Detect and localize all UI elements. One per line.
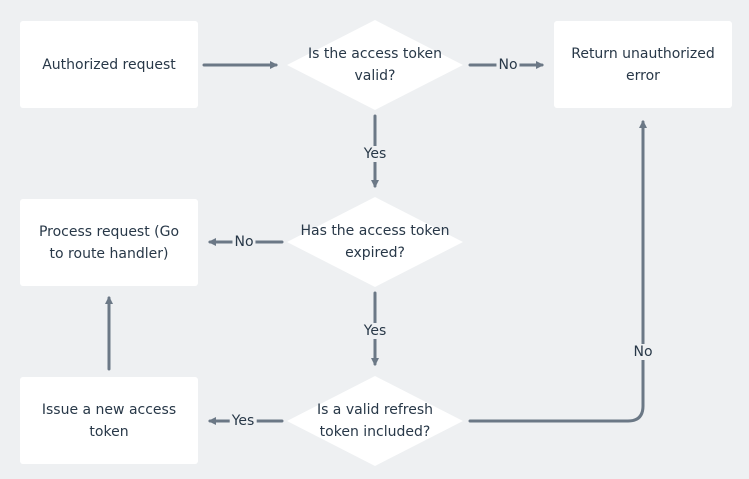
edge-label-refresh-yes: Yes (229, 413, 257, 429)
node-process-request: Process request (Go to route handler) (20, 199, 198, 286)
node-authorized-request: Authorized request (20, 21, 198, 108)
node-issue-token-line-2: token (89, 423, 129, 440)
decision-refresh-included-line-2: token included? (319, 424, 431, 440)
decision-token-valid: Is the access token valid? (287, 20, 463, 110)
edge-label-valid-yes: Yes (361, 146, 389, 162)
decision-token-valid-shape (287, 20, 463, 110)
decision-token-expired-line-1: Has the access token (300, 223, 450, 239)
node-process-request-line-1: Process request (Go (38, 223, 180, 240)
decision-token-valid-line-2: valid? (354, 68, 396, 84)
edge-label-refresh-no: No (631, 344, 655, 360)
edge-label-expired-no: No (232, 234, 256, 250)
node-issue-token-line-1: Issue a new access (41, 401, 177, 418)
node-process-request-line-2: to route handler) (49, 245, 169, 262)
node-unauthorized-error: Return unauthorized error (554, 21, 732, 108)
node-issue-token: Issue a new access token (20, 377, 198, 464)
node-unauthorized-error-line-1: Return unauthorized (571, 45, 715, 62)
decision-token-valid-line-1: Is the access token (307, 46, 443, 62)
decision-token-expired: Has the access token expired? (287, 197, 463, 287)
connector-refresh-no (468, 120, 647, 423)
edge-label-expired-yes: Yes (361, 323, 389, 339)
decision-token-expired-shape (287, 197, 463, 287)
decision-refresh-included-line-1: Is a valid refresh (316, 402, 434, 418)
decision-refresh-included: Is a valid refresh token included? (287, 376, 463, 466)
node-authorized-request-label: Authorized request (42, 56, 176, 73)
node-unauthorized-error-line-2: error (626, 67, 660, 84)
decision-token-expired-line-2: expired? (345, 245, 405, 261)
decision-refresh-included-shape (287, 376, 463, 466)
edge-label-valid-no: No (496, 57, 520, 73)
